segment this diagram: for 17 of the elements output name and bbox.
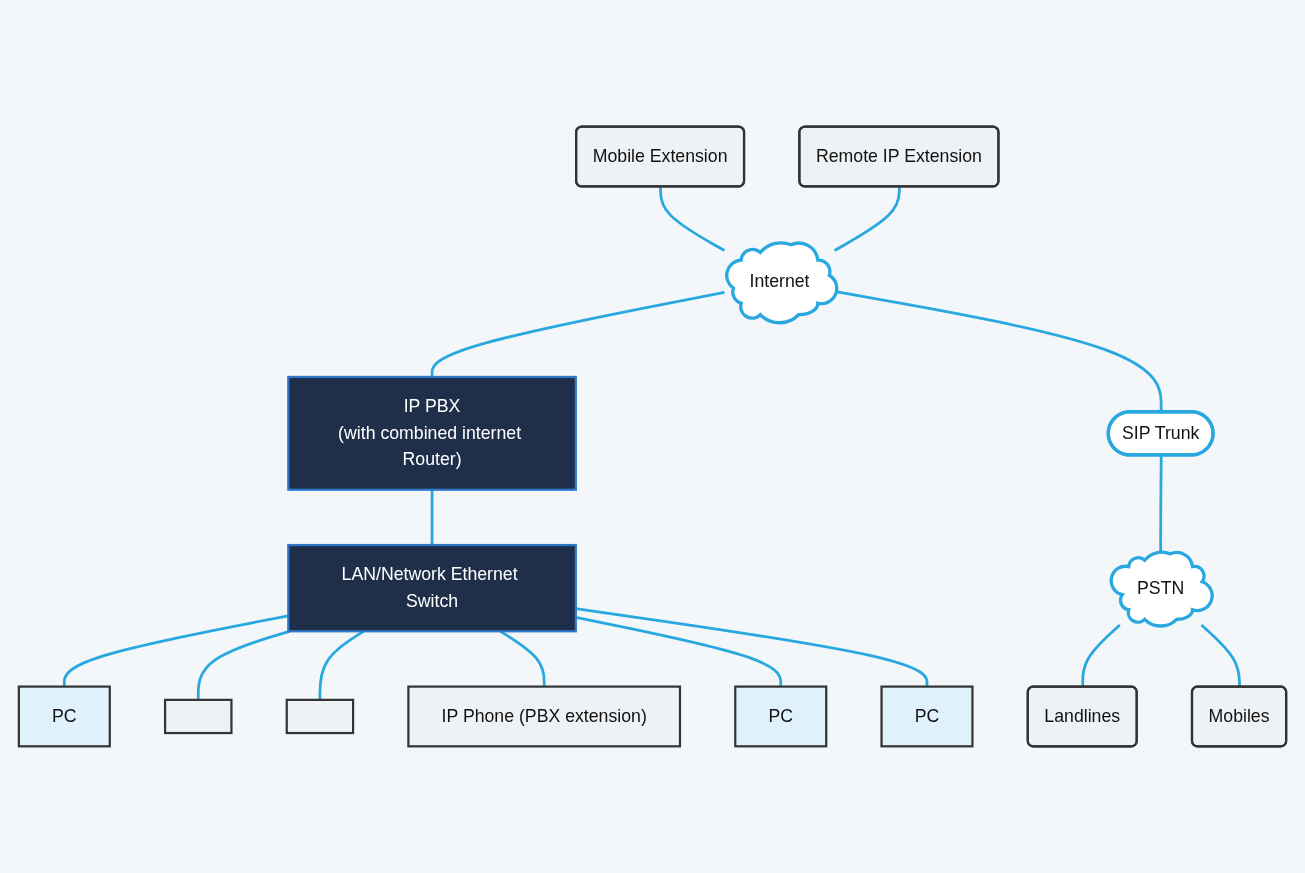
node-box bbox=[285, 698, 355, 735]
node-box: LAN/Network Ethernet Switch bbox=[287, 543, 577, 633]
connector bbox=[430, 291, 725, 377]
connector bbox=[575, 607, 929, 687]
connector bbox=[659, 186, 726, 252]
connector bbox=[62, 614, 289, 687]
node-box: IP PBX (with combined internet Router) bbox=[287, 375, 577, 491]
connector bbox=[1159, 455, 1163, 552]
node-box: PC bbox=[17, 685, 111, 748]
node-box bbox=[164, 698, 233, 735]
connector bbox=[833, 186, 901, 252]
connector bbox=[196, 629, 290, 700]
connector bbox=[575, 616, 783, 687]
connector bbox=[430, 489, 434, 546]
node-box: PC bbox=[880, 685, 974, 748]
node-box: IP Phone (PBX extension) bbox=[407, 685, 682, 748]
node-box: PC bbox=[734, 685, 828, 748]
